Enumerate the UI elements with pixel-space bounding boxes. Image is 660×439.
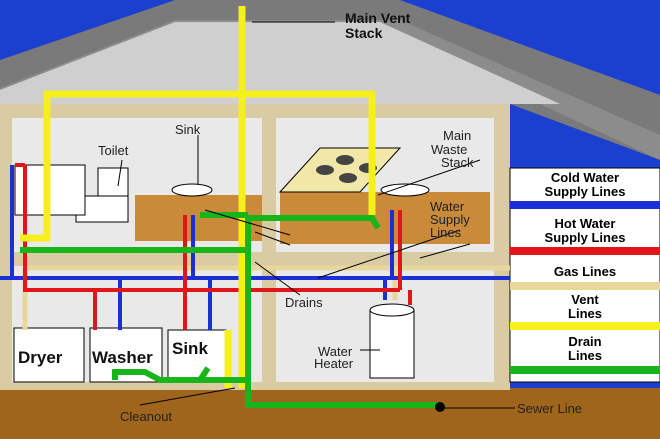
legend-cold-swatch: [510, 201, 660, 209]
main-vent-stack-label-2: Stack: [345, 25, 383, 41]
legend-gas-line1: Gas Lines: [554, 264, 616, 279]
sewer-line-end: [435, 402, 445, 412]
burner: [336, 155, 354, 165]
drain-lines: [20, 212, 440, 408]
legend-drain-line2: Lines: [568, 348, 602, 363]
water-supply-label-3: Lines: [430, 225, 462, 240]
water-heater-top: [369, 303, 415, 317]
kitchen-sink-bowl: [380, 183, 430, 197]
legend-hot-line1: Hot Water: [555, 216, 616, 231]
sink-upper-label: Sink: [175, 122, 201, 137]
label-pointers: [117, 21, 515, 409]
toilet-label: Toilet: [98, 143, 129, 158]
legend-vent-line2: Lines: [568, 306, 602, 321]
sewer-line-label: Sewer Line: [517, 401, 582, 416]
legend: Cold Water Supply Lines Hot Water Supply…: [510, 170, 660, 374]
dryer-label: Dryer: [18, 348, 63, 367]
water-heater-body: [369, 309, 415, 379]
main-waste-stack-label-2: Waste: [431, 142, 467, 157]
legend-drain-line1: Drain: [568, 334, 601, 349]
roof-underside: [0, 22, 560, 104]
bath-sink-bowl: [171, 183, 213, 197]
legend-drain-swatch: [510, 366, 660, 374]
legend-hot-swatch: [510, 247, 660, 255]
main-vent-stack-label-1: Main Vent: [345, 10, 411, 26]
cleanout-label: Cleanout: [120, 409, 172, 424]
burner: [339, 173, 357, 183]
legend-cold-line1: Cold Water: [551, 170, 619, 185]
washer-label: Washer: [92, 348, 153, 367]
vent-lines: [20, 6, 376, 388]
main-waste-stack-label-1: Main: [443, 128, 471, 143]
water-supply-label-1: Water: [430, 199, 465, 214]
legend-gas-swatch: [510, 282, 660, 290]
ground: [0, 388, 660, 439]
drains-label: Drains: [285, 295, 323, 310]
main-waste-stack-label-3: Stack: [441, 155, 474, 170]
water-supply-label-2: Supply: [430, 212, 470, 227]
legend-vent-line1: Vent: [571, 292, 599, 307]
utility-sink-body: [167, 329, 227, 383]
legend-hot-line2: Supply Lines: [545, 230, 626, 245]
water-heater-label-1: Water: [318, 344, 353, 359]
toilet-bowl: [97, 167, 129, 197]
water-heater-label-2: Heater: [314, 356, 354, 371]
burner: [316, 165, 334, 175]
dryer-body: [13, 327, 85, 383]
cold-water-lines: [0, 165, 510, 330]
sink-lower-label: Sink: [172, 339, 208, 358]
legend-vent-swatch: [510, 322, 660, 330]
legend-cold-line2: Supply Lines: [545, 184, 626, 199]
